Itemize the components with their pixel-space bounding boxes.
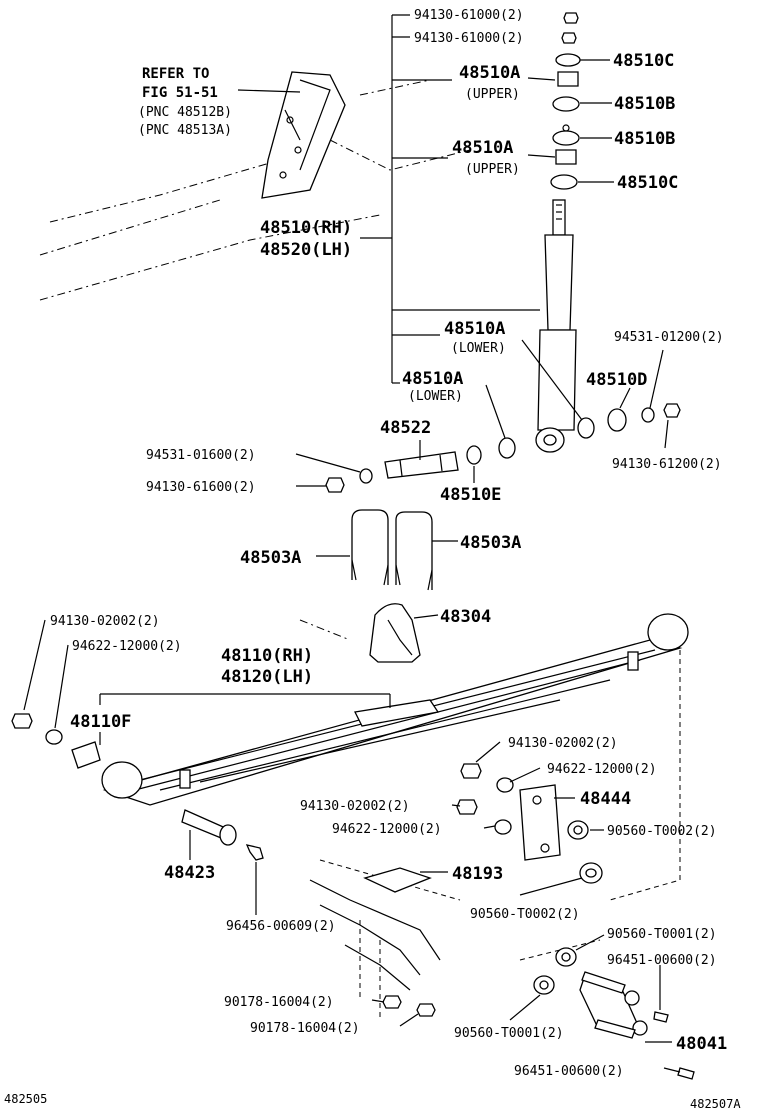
washer-icon [555,53,581,67]
label-48510a-lower-2: 48510A [402,369,463,389]
grease-fitting-icon [677,1067,695,1080]
nut-icon [456,799,478,815]
label-48510b-1: 48510B [614,94,675,114]
label-94622-12000-top: 94622-12000(2) [72,639,182,654]
bushing-icon [557,71,579,87]
label-48510a-lower-1: 48510A [444,319,505,339]
label-48304: 48304 [440,607,491,627]
label-94130-02002-r1: 94130-02002(2) [508,736,618,751]
leaf-spring [101,613,689,806]
part-labels: 94130-61000(2) 94130-61000(2) 48510C 485… [50,8,727,1079]
label-96451-00600-b: 96451-00600(2) [514,1064,624,1079]
label-lower-2: (LOWER) [408,389,463,404]
label-96451-00600-a: 96451-00600(2) [607,953,717,968]
refer-line-3: (PNC 48512B) [138,105,232,120]
label-48510e: 48510E [440,485,501,505]
label-48510a-upper-1: 48510A [459,63,520,83]
u-bolts [351,509,433,591]
label-48520-lh: 48520(LH) [260,240,352,260]
washer-icon [359,468,373,484]
label-48120-lh: 48120(LH) [221,667,313,687]
bushing-icon [466,445,482,465]
frame-dash-lines [39,79,681,1020]
label-90560-t0002-a: 90560-T0002(2) [607,824,717,839]
label-48110f: 48110F [70,712,131,732]
refer-line-4: (PNC 48513A) [138,123,232,138]
bushing-icon [555,149,577,165]
washer-icon [45,729,63,745]
nut-icon [663,403,681,418]
label-90560-t0001-a: 90560-T0001(2) [607,927,717,942]
washer-icon [496,777,514,793]
nut-icon [325,477,345,493]
shock-hardware [466,12,681,465]
grease-fitting-icon [653,1011,669,1023]
label-94130-61000-a: 94130-61000(2) [414,8,524,23]
refer-note: REFER TO FIG 51-51 (PNC 48512B) (PNC 485… [138,66,301,138]
label-48522: 48522 [380,418,431,438]
nut-icon [11,713,33,729]
front-hardware [11,713,264,861]
label-94130-61000-b: 94130-61000(2) [414,31,524,46]
shackle-plate [519,784,561,861]
label-48510c-top: 48510C [613,51,674,71]
label-48110-rh: 48110(RH) [221,646,313,666]
label-94531-01200: 94531-01200(2) [614,330,724,345]
spring-seat [309,867,441,1017]
washer-icon [494,819,512,835]
stud-bolt [325,451,459,493]
label-94531-01600: 94531-01600(2) [146,448,256,463]
label-48510c-2: 48510C [617,173,678,193]
refer-line-2: FIG 51-51 [142,85,218,101]
washer-icon [607,408,627,432]
leader-lines [23,14,681,1073]
label-90560-t0002-b: 90560-T0002(2) [470,907,580,922]
label-48041: 48041 [676,1034,727,1054]
label-48503a-right: 48503A [460,533,521,553]
label-94130-02002-r2: 94130-02002(2) [300,799,410,814]
shackle-hardware [456,763,695,1080]
label-48444: 48444 [580,789,631,809]
label-94130-61200: 94130-61200(2) [612,457,722,472]
washer-icon [641,407,655,423]
label-48193: 48193 [452,864,503,884]
nut-icon [460,763,482,779]
label-90178-16004-a: 90178-16004(2) [224,995,334,1010]
grease-fitting-icon [245,844,264,861]
label-48510b-2: 48510B [614,129,675,149]
label-48510a-upper-2: 48510A [452,138,513,158]
label-48510d: 48510D [586,370,647,390]
label-94622-12000-r2: 94622-12000(2) [332,822,442,837]
label-96456-00609: 96456-00609(2) [226,919,336,934]
label-94130-02002-top: 94130-02002(2) [50,614,160,629]
nut-icon [563,12,579,24]
label-94622-12000-r1: 94622-12000(2) [547,762,657,777]
label-90178-16004-b: 90178-16004(2) [250,1021,360,1036]
bushing-icon [577,417,595,439]
frame-bracket [261,71,346,199]
shock-absorber [535,199,577,453]
label-upper-2: (UPPER) [465,162,520,177]
label-90560-t0001-b: 90560-T0001(2) [454,1026,564,1041]
label-94130-61600: 94130-61600(2) [146,480,256,495]
label-upper-1: (UPPER) [465,87,520,102]
corner-code-right: 482507A [690,1097,741,1111]
corner-codes: 482505 482507A [4,1092,741,1111]
label-lower-1: (LOWER) [451,341,506,356]
nut-icon [382,995,402,1009]
refer-line-1: REFER TO [142,66,209,82]
bushing-icon [498,437,516,459]
spring-bumper [369,603,421,663]
washer-icon [550,174,578,190]
nut-icon [561,32,577,44]
label-48510-rh: 48510(RH) [260,218,352,238]
nut-icon [416,1003,436,1017]
retainer-icon [552,130,580,146]
label-48503a-left: 48503A [240,548,301,568]
bushing-icon [71,741,101,769]
retainer-icon [552,96,580,112]
label-48423: 48423 [164,863,215,883]
corner-code-left: 482505 [4,1092,47,1106]
